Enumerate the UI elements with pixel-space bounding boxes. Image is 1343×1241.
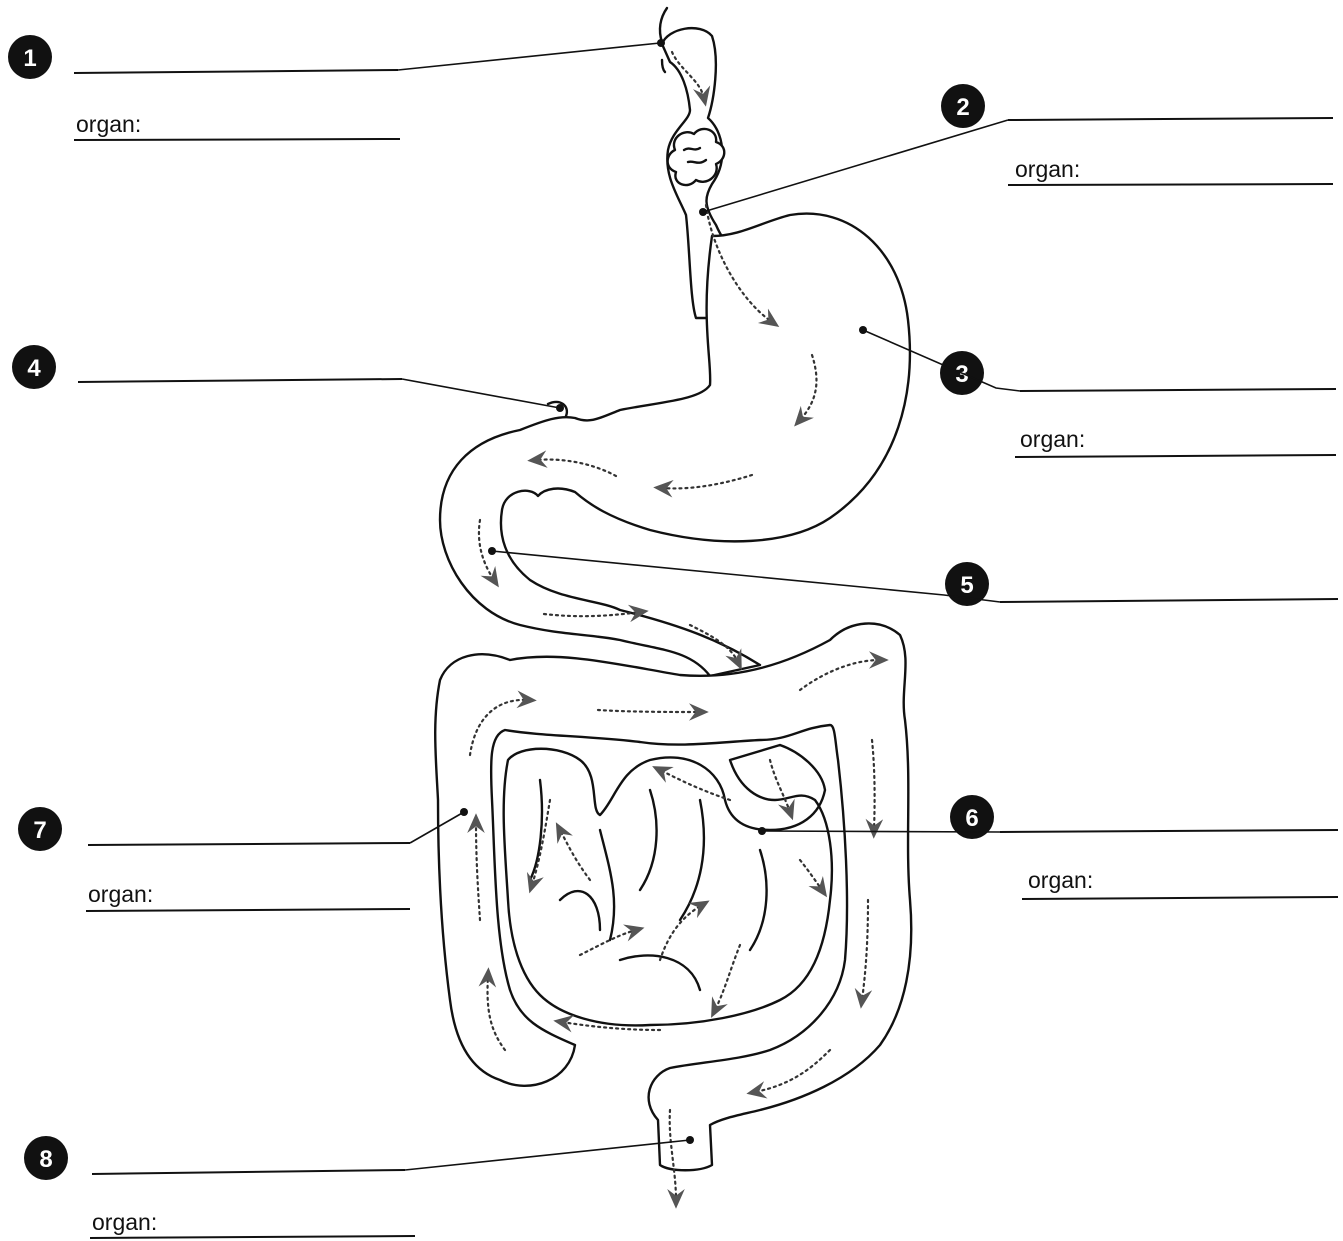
answer-line[interactable] xyxy=(1000,599,1338,602)
answer-line[interactable] xyxy=(1008,118,1333,120)
answer-line[interactable] xyxy=(74,70,398,73)
pointer-dot xyxy=(758,827,766,835)
organ-answer-line[interactable] xyxy=(86,909,410,911)
stomach-shape xyxy=(440,214,910,676)
label-7: 7 organ: xyxy=(18,807,468,911)
leader-line xyxy=(405,1140,690,1170)
organ-answer-line[interactable] xyxy=(90,1236,415,1238)
answer-line[interactable] xyxy=(1000,830,1338,832)
organ-prompt: organ: xyxy=(1015,156,1080,182)
leader-line xyxy=(762,831,1000,832)
answer-line[interactable] xyxy=(88,843,410,845)
number-badge-text: 8 xyxy=(39,1146,52,1173)
small-intestine-shape xyxy=(504,745,832,1025)
pointer-dot xyxy=(859,326,867,334)
answer-line[interactable] xyxy=(1020,389,1336,391)
number-badge-text: 2 xyxy=(956,94,969,121)
organ-prompt: organ: xyxy=(1028,867,1093,893)
organ-answer-line[interactable] xyxy=(1015,455,1336,457)
leader-line xyxy=(402,379,560,408)
digestive-tract-illustration xyxy=(435,8,911,1200)
organ-answer-line[interactable] xyxy=(1008,184,1333,185)
label-1: 1 organ: xyxy=(8,35,665,140)
number-badge-text: 6 xyxy=(965,805,978,832)
organ-prompt: organ: xyxy=(88,881,153,907)
answer-line[interactable] xyxy=(92,1170,405,1174)
pointer-dot xyxy=(460,808,468,816)
number-badge-text: 4 xyxy=(27,355,41,382)
leader-line xyxy=(703,120,1008,212)
number-badge-text: 5 xyxy=(960,572,973,599)
pointer-dot xyxy=(657,39,665,47)
label-3: 3 organ: xyxy=(859,326,1336,457)
label-8: 8 organ: xyxy=(24,1136,694,1238)
organ-answer-line[interactable] xyxy=(1022,897,1338,899)
label-4: 4 xyxy=(12,345,564,412)
label-5: 5 xyxy=(488,547,1338,606)
pointer-dot xyxy=(699,208,707,216)
organ-prompt: organ: xyxy=(1020,426,1085,452)
pointer-dot xyxy=(556,404,564,412)
pointer-dot xyxy=(686,1136,694,1144)
label-2: 2 organ: xyxy=(699,84,1333,216)
organ-prompt: organ: xyxy=(92,1209,157,1235)
organ-answer-line[interactable] xyxy=(74,139,400,140)
organ-prompt: organ: xyxy=(76,111,141,137)
number-badge-text: 1 xyxy=(23,45,36,72)
answer-line[interactable] xyxy=(78,379,402,382)
leader-line xyxy=(492,551,1000,602)
pointer-dot xyxy=(488,547,496,555)
number-badge-text: 7 xyxy=(33,817,46,844)
leader-line xyxy=(398,43,660,70)
